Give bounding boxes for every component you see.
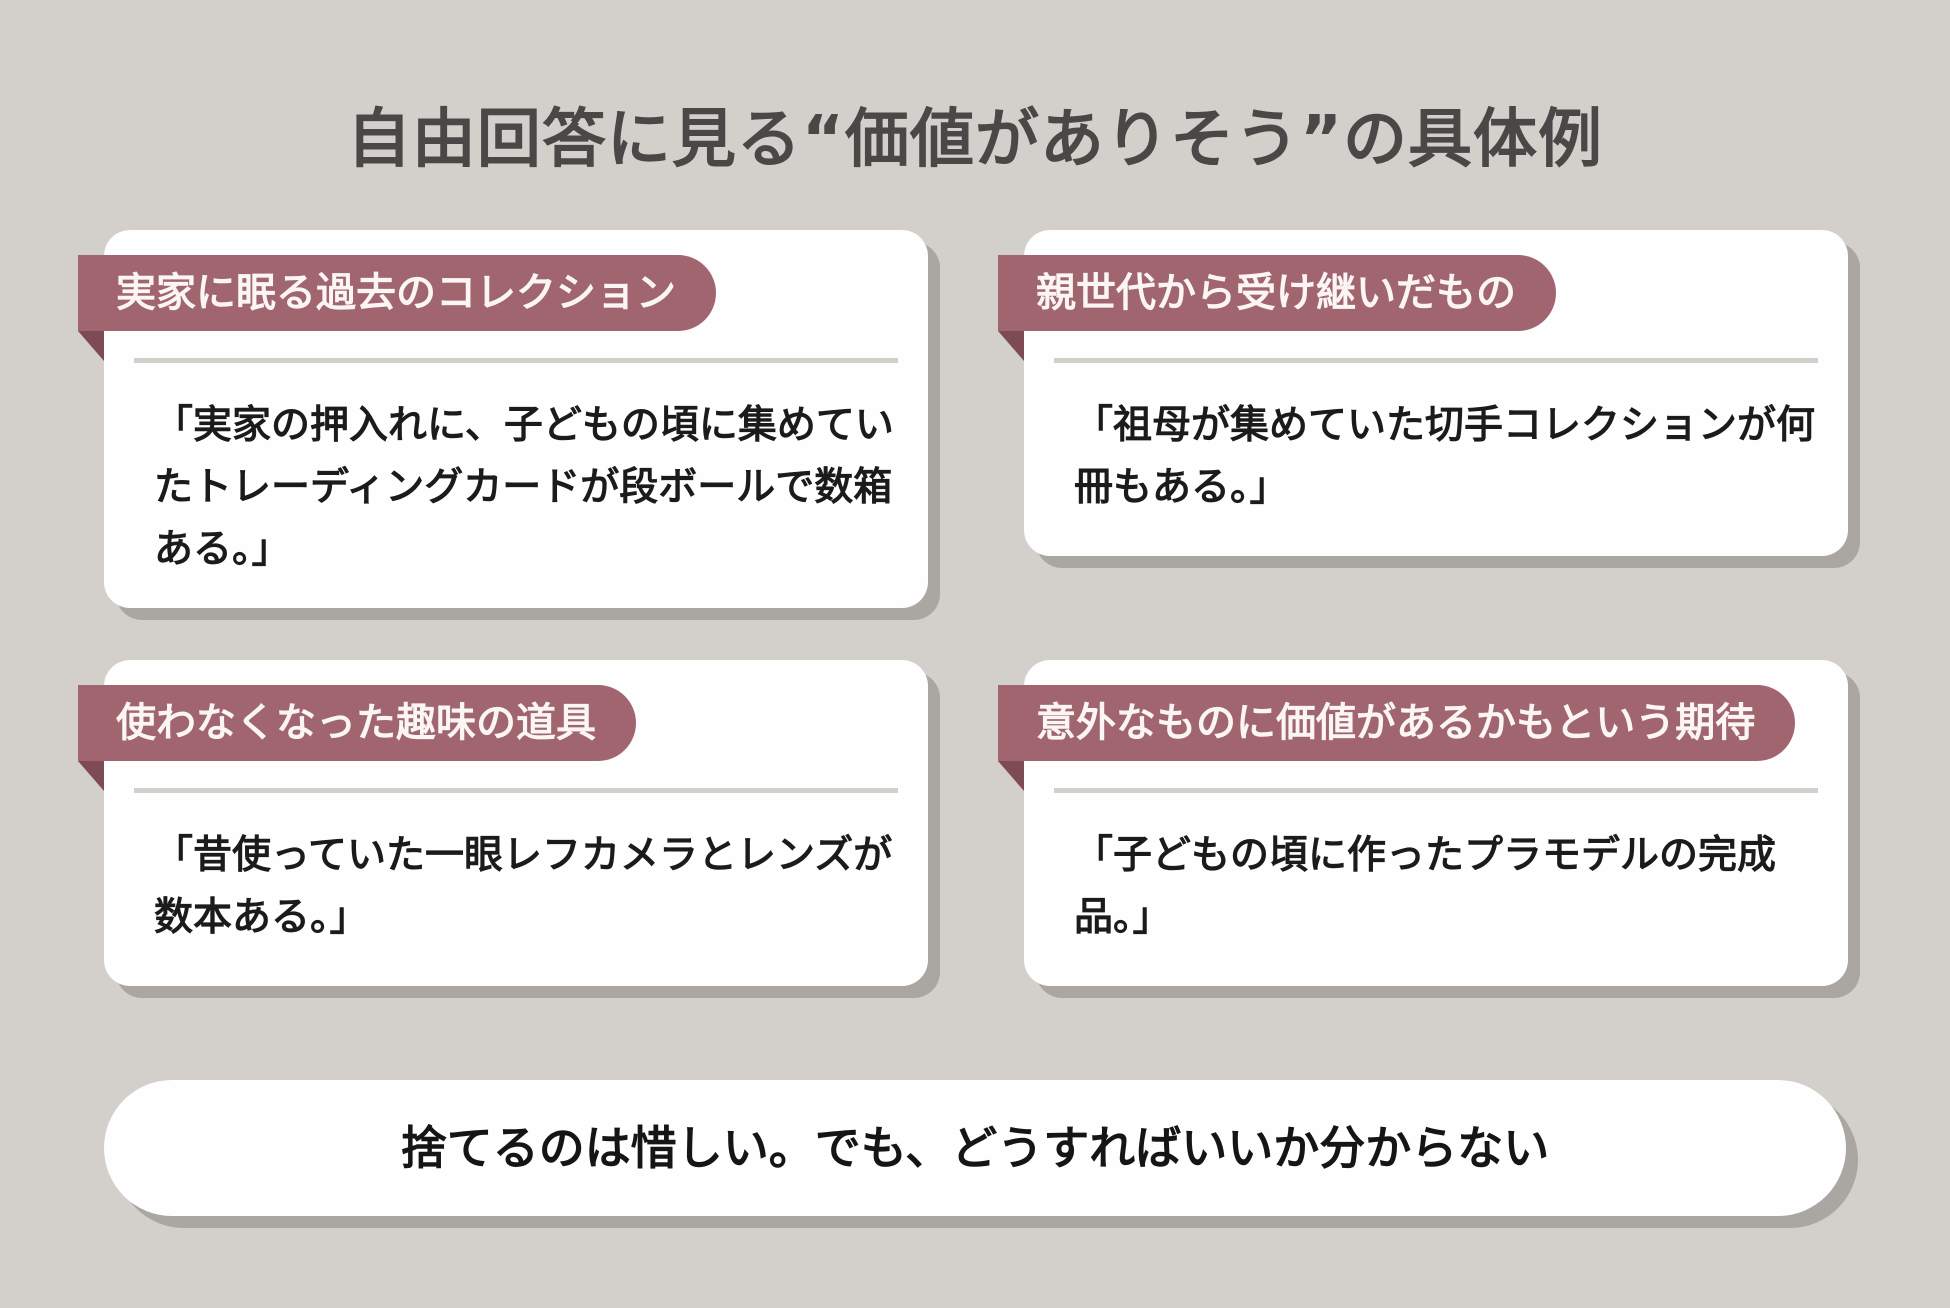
example-card-inherited: 親世代から受け継いだもの 「祖母が集めていた切手コレクションが何冊もある。」 (998, 230, 1848, 556)
ribbon-fold (78, 761, 104, 791)
example-card-unexpected-value: 意外なものに価値があるかもという期待 「子どもの頃に作ったプラモデルの完成品。」 (998, 660, 1848, 986)
card-label: 実家に眠る過去のコレクション (78, 255, 716, 331)
card-label: 親世代から受け継いだもの (998, 255, 1556, 331)
divider (1054, 358, 1818, 363)
ribbon-fold (78, 331, 104, 361)
card-label: 意外なものに価値があるかもという期待 (998, 685, 1796, 761)
example-card-collection: 実家に眠る過去のコレクション 「実家の押入れに、子どもの頃に集めていたトレーディ… (78, 230, 928, 608)
card-quote: 「祖母が集めていた切手コレクションが何冊もある。」 (1074, 403, 1816, 510)
card-label: 使わなくなった趣味の道具 (78, 685, 636, 761)
card-quote: 「昔使っていた一眼レフカメラとレンズが数本ある。」 (154, 833, 893, 940)
page-title: 自由回答に見る“価値がありそう”の具体例 (346, 103, 1604, 177)
example-card-hobby-tools: 使わなくなった趣味の道具 「昔使っていた一眼レフカメラとレンズが数本ある。」 (78, 660, 928, 986)
ribbon-fold (998, 331, 1024, 361)
divider (1054, 788, 1818, 793)
card-quote: 「子どもの頃に作ったプラモデルの完成品。」 (1074, 833, 1777, 940)
card-quote: 「実家の押入れに、子どもの頃に集めていたトレーディングカードが段ボールで数箱ある… (154, 403, 894, 572)
ribbon-fold (998, 761, 1024, 791)
conclusion-banner: 捨てるのは惜しい。でも、どうすればいいか分からない (104, 1080, 1846, 1216)
divider (134, 788, 898, 793)
divider (134, 358, 898, 363)
